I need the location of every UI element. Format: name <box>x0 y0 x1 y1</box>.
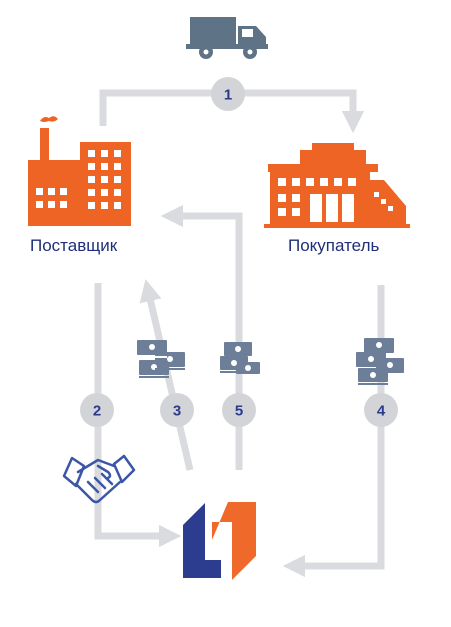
truck-icon <box>186 17 268 59</box>
arrow-step-4 <box>282 285 385 578</box>
factory-icon <box>28 116 131 226</box>
step-circle-3 <box>160 393 194 427</box>
step-circle-1 <box>211 77 245 111</box>
step-number-4: 4 <box>377 403 386 420</box>
arrow-step-3 <box>139 279 194 471</box>
supplier-label: Поставщик <box>30 236 118 255</box>
money-stack-step-3 <box>137 340 185 378</box>
step-circle-2 <box>80 393 114 427</box>
arrow-step-2 <box>94 283 182 548</box>
money-stack-step-5 <box>220 342 260 374</box>
step-number-5: 5 <box>235 403 243 420</box>
arrow-step-5 <box>160 204 243 470</box>
step-circles <box>80 77 398 427</box>
buyer-label: Покупатель <box>288 236 380 255</box>
money-stack-step-4 <box>356 338 404 385</box>
handshake-icon <box>62 454 136 504</box>
step-number-2: 2 <box>93 403 101 420</box>
factoring-logo-icon <box>183 502 256 580</box>
step-number-1: 1 <box>224 87 232 104</box>
step-number-3: 3 <box>173 403 181 420</box>
step-circle-5 <box>222 393 256 427</box>
step-circle-4 <box>364 393 398 427</box>
money-stack-icon <box>137 338 404 385</box>
store-icon <box>264 143 410 228</box>
